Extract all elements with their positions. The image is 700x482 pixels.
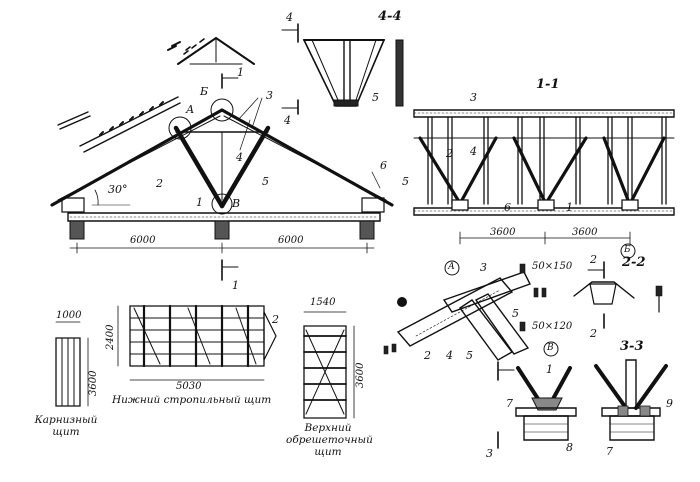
node-a-circle	[169, 117, 191, 139]
strut-right	[222, 128, 268, 206]
section-1-1-part-6: 6	[504, 201, 511, 214]
section-2-2-title: 2-2	[622, 255, 646, 270]
lower-panel-part-2: 2	[272, 313, 279, 326]
node-a-part-3: 3	[480, 261, 487, 274]
cornice-width-label: 1000	[56, 310, 82, 321]
section-4-4-title: 4-4	[378, 9, 402, 24]
section-2-2-drawing	[574, 262, 662, 328]
cut-1-top-label: 1	[237, 66, 244, 79]
part-1-label: 1	[196, 196, 203, 209]
wall-right	[360, 221, 374, 239]
section-1-1-span-left: 3600	[490, 227, 516, 238]
section-3-3-title: 3-3	[620, 339, 644, 354]
part-2-label: 2	[156, 177, 163, 190]
section-1-1-part-1: 1	[566, 201, 573, 214]
wall-middle	[215, 221, 229, 239]
cornice-panel-caption: Карнизный щит	[34, 414, 98, 439]
node-v-circle	[212, 194, 232, 214]
node-a-detail-label: А	[448, 262, 455, 272]
node-a-part-2: 2	[424, 349, 431, 362]
node-b-label: Б	[200, 85, 209, 98]
node-a-size-bottom: 50×120	[532, 321, 573, 332]
span-right-label: 6000	[278, 235, 304, 246]
span-left-label: 6000	[130, 235, 156, 246]
main-truss-elevation	[52, 38, 392, 280]
cut-4-label: 4	[284, 114, 291, 127]
part-6-label: 6	[380, 159, 387, 172]
node-a-part-4: 4	[446, 349, 453, 362]
section-4-4-drawing	[282, 24, 403, 106]
rafter-left	[52, 110, 222, 205]
node-v-detail-drawing	[498, 342, 576, 448]
lower-panel-caption: Нижний стропильный щит	[112, 394, 272, 406]
node-a-part-5b: 5	[512, 307, 519, 320]
roof-angle-label: 30°	[108, 183, 128, 196]
cornice-panel-drawing	[56, 322, 88, 406]
node-v-part-1: 1	[546, 363, 553, 376]
node-v-part-7: 7	[506, 397, 513, 410]
node-a-part-5a: 5	[466, 349, 473, 362]
strut-left	[176, 128, 222, 206]
upper-panel-height-label: 3600	[355, 362, 366, 388]
node-v-label: В	[232, 197, 241, 210]
eave-box-right	[362, 198, 384, 212]
section-1-1-title: 1-1	[536, 77, 560, 92]
section-4-4-part-5: 5	[372, 91, 379, 104]
cornice-height-label: 3600	[88, 370, 99, 396]
cut-1-bottom-label: 1	[232, 279, 239, 292]
section-4-4-cut-label: 4	[286, 11, 293, 24]
lower-panel-height-label: 2400	[105, 324, 116, 350]
exploded-upper-panels	[58, 38, 254, 152]
upper-panel-width-label: 1540	[310, 297, 336, 308]
section-1-1-part-5: 5	[402, 175, 409, 188]
node-v-part-8: 8	[566, 441, 573, 454]
section-3-3-part-7: 7	[606, 445, 613, 458]
node-a-detail-drawing	[384, 261, 546, 360]
section-3-3-drawing	[596, 360, 666, 440]
lower-panel-width-label: 5030	[176, 381, 202, 392]
upper-panel-caption: Верхний обрешеточный щит	[286, 422, 373, 459]
node-b-circle	[211, 99, 233, 121]
section-1-1-part-4: 4	[470, 145, 477, 158]
section-4-4-board	[396, 40, 403, 106]
section-1-1-part-2: 2	[446, 147, 453, 160]
part-3-label: 3	[266, 89, 273, 102]
section-2-2-cut-bottom: 2	[590, 327, 597, 340]
rafter-right	[222, 110, 392, 205]
wall-left	[70, 221, 84, 239]
node-a-size-top: 50×150	[532, 261, 573, 272]
section-1-1-drawing	[414, 110, 674, 258]
section-2-2-cut-top: 2	[590, 253, 597, 266]
node-v-detail-label: В	[547, 343, 554, 353]
node-v-cut-label: 3	[486, 447, 493, 460]
node-a-label: А	[186, 103, 195, 116]
section-3-3-part-9: 9	[666, 397, 673, 410]
upper-panel-drawing	[304, 312, 354, 418]
part-4-label: 4	[236, 151, 243, 164]
section-1-1-span-right: 3600	[572, 227, 598, 238]
eave-box-left	[62, 198, 84, 212]
section-1-1-node-b: Б	[624, 245, 631, 255]
section-1-1-part-3: 3	[470, 91, 477, 104]
part-5-label: 5	[262, 175, 269, 188]
lower-panel-drawing	[118, 306, 276, 380]
